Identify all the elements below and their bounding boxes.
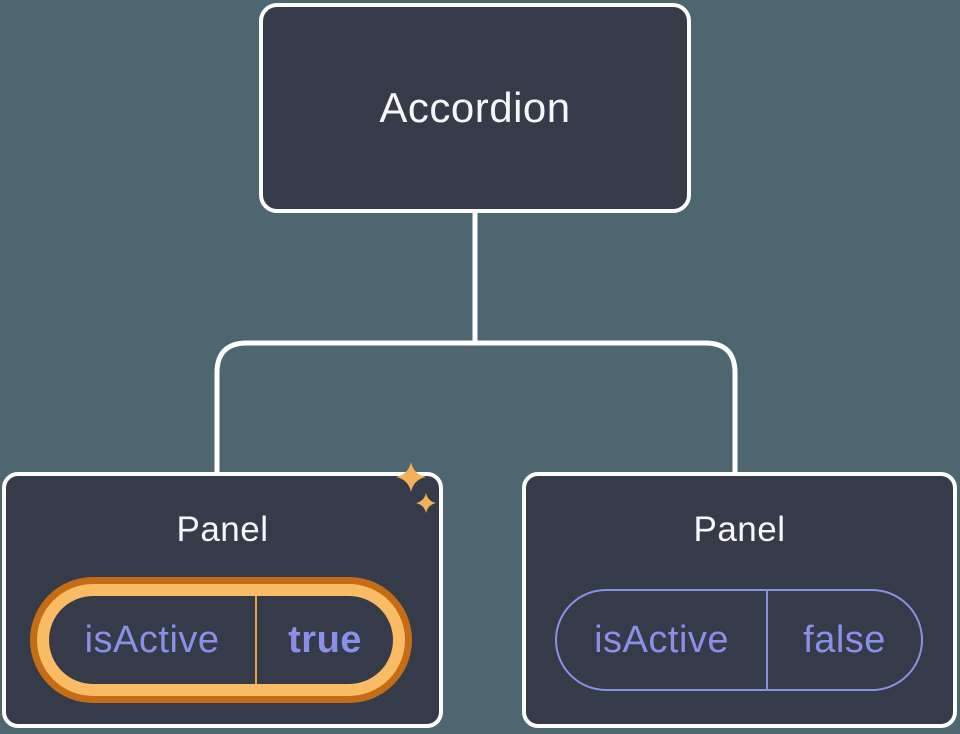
state-pill-active: isActive true — [49, 596, 393, 684]
state-pill-inactive: isActive false — [555, 589, 923, 691]
sparkle-small — [416, 493, 436, 513]
state-pill-active-highlight: isActive true — [30, 577, 412, 703]
sparkles-icon — [396, 462, 436, 513]
state-key-label: isActive — [557, 591, 769, 689]
panel-inactive-label: Panel — [693, 510, 786, 549]
state-value-label: true — [288, 618, 362, 661]
state-pill-active-ring: isActive true — [37, 584, 405, 696]
accordion-node-label: Accordion — [379, 84, 571, 131]
accordion-node: Accordion — [259, 3, 691, 213]
state-key-label: isActive — [49, 596, 258, 684]
panel-node-inactive: Panel isActive false — [522, 472, 957, 728]
sparkle-large — [396, 462, 426, 492]
state-value-label: false — [803, 618, 886, 661]
panel-active-label: Panel — [176, 510, 269, 549]
panel-node-active: Panel isActive true — [2, 462, 443, 728]
connector-branch — [214, 340, 738, 472]
